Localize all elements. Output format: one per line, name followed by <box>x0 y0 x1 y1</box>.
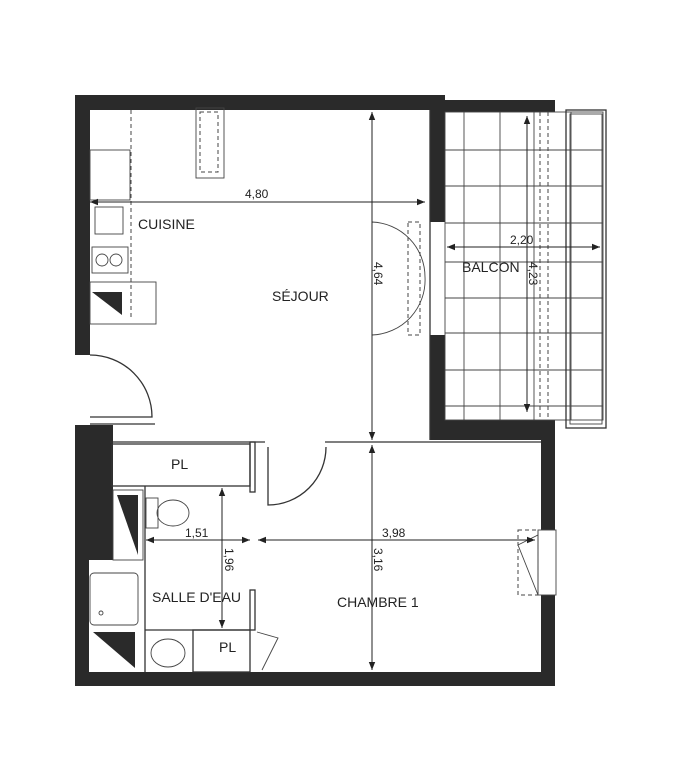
room-label-placard-1: PL <box>171 456 188 472</box>
entry-door <box>89 354 153 418</box>
dim-balcon-depth: 4,23 <box>526 262 540 286</box>
partitions <box>90 110 541 673</box>
oven-icon <box>89 281 157 325</box>
room-label-cuisine: CUISINE <box>138 216 195 232</box>
room-label-balcon: BALCON <box>462 259 520 275</box>
room-label-chambre: CHAMBRE 1 <box>337 594 419 610</box>
closet-door <box>256 631 279 671</box>
washbasin-icon <box>150 638 186 668</box>
balcony-tiles <box>444 109 607 429</box>
balcony-railing <box>565 109 607 429</box>
room-label-salle-eau: SALLE D'EAU <box>152 589 241 605</box>
radiator-icon <box>195 107 225 179</box>
dim-sejour-width: 4,80 <box>245 187 269 201</box>
dim-salle-eau-depth: 1,96 <box>222 548 236 572</box>
room-label-placard-2: PL <box>219 639 236 655</box>
dim-balcon-width: 2,20 <box>510 233 534 247</box>
exterior-walls <box>75 95 555 686</box>
toilet-icon <box>145 497 159 529</box>
chambre-door <box>267 446 327 506</box>
dimension-lines <box>90 112 600 670</box>
shower-icon <box>89 572 139 626</box>
room-label-sejour: SÉJOUR <box>272 288 329 304</box>
dim-sejour-depth: 4,64 <box>371 262 385 286</box>
dim-salle-eau-width: 1,51 <box>185 526 209 540</box>
sink-icon <box>94 206 124 235</box>
dim-chambre-depth: 3,16 <box>371 548 385 572</box>
kitchen-fixtures <box>89 107 225 325</box>
dim-chambre-width: 3,98 <box>382 526 406 540</box>
cooktop-icon <box>91 246 129 274</box>
bathroom-fixtures <box>89 489 190 668</box>
closet-2 <box>192 629 251 673</box>
